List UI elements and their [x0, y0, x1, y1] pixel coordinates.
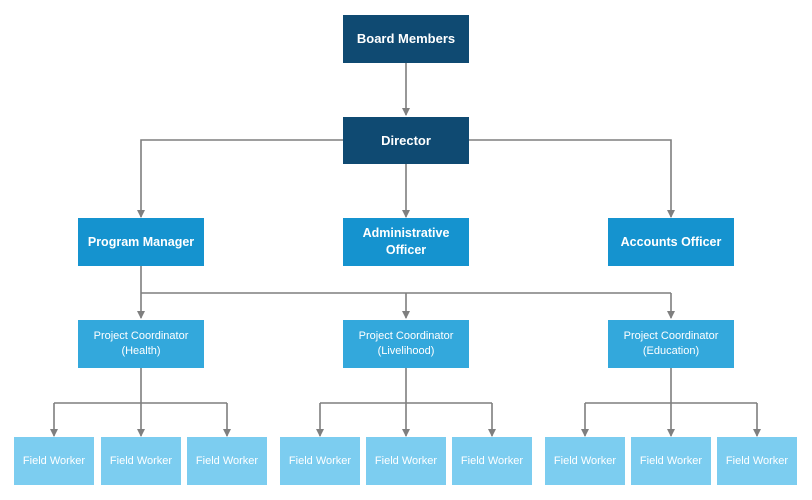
connector-director-program-manager [137, 139, 343, 218]
node-project-coordinator-livelihood[interactable]: Project Coordinator (Livelihood) [343, 320, 469, 368]
node-program-manager[interactable]: Program Manager [78, 218, 204, 266]
node-project-coordinator-health[interactable]: Project Coordinator (Health) [78, 320, 204, 368]
node-field-worker[interactable]: Field Worker [452, 437, 532, 485]
node-field-worker[interactable]: Field Worker [545, 437, 625, 485]
connector-director-accounts-officer [469, 139, 675, 218]
coordinator-area: (Livelihood) [377, 345, 435, 357]
node-field-worker[interactable]: Field Worker [187, 437, 267, 485]
coordinator-area: (Health) [121, 345, 161, 357]
node-field-worker[interactable]: Field Worker [631, 437, 711, 485]
node-administrative-officer[interactable]: Administrative Officer [343, 218, 469, 266]
node-field-worker[interactable]: Field Worker [280, 437, 360, 485]
coordinator-title: Project Coordinator [623, 330, 719, 343]
node-director[interactable]: Director [343, 117, 469, 164]
node-accounts-officer[interactable]: Accounts Officer [608, 218, 734, 266]
node-field-worker[interactable]: Field Worker [14, 437, 94, 485]
coordinator-area: (Education) [642, 345, 700, 357]
node-field-worker[interactable]: Field Worker [101, 437, 181, 485]
coordinator-title: Project Coordinator [93, 330, 189, 343]
coordinator-title: Project Coordinator [358, 330, 454, 343]
node-field-worker[interactable]: Field Worker [717, 437, 797, 485]
node-project-coordinator-education[interactable]: Project Coordinator (Education) [608, 320, 734, 368]
node-field-worker[interactable]: Field Worker [366, 437, 446, 485]
node-board-members[interactable]: Board Members [343, 15, 469, 63]
